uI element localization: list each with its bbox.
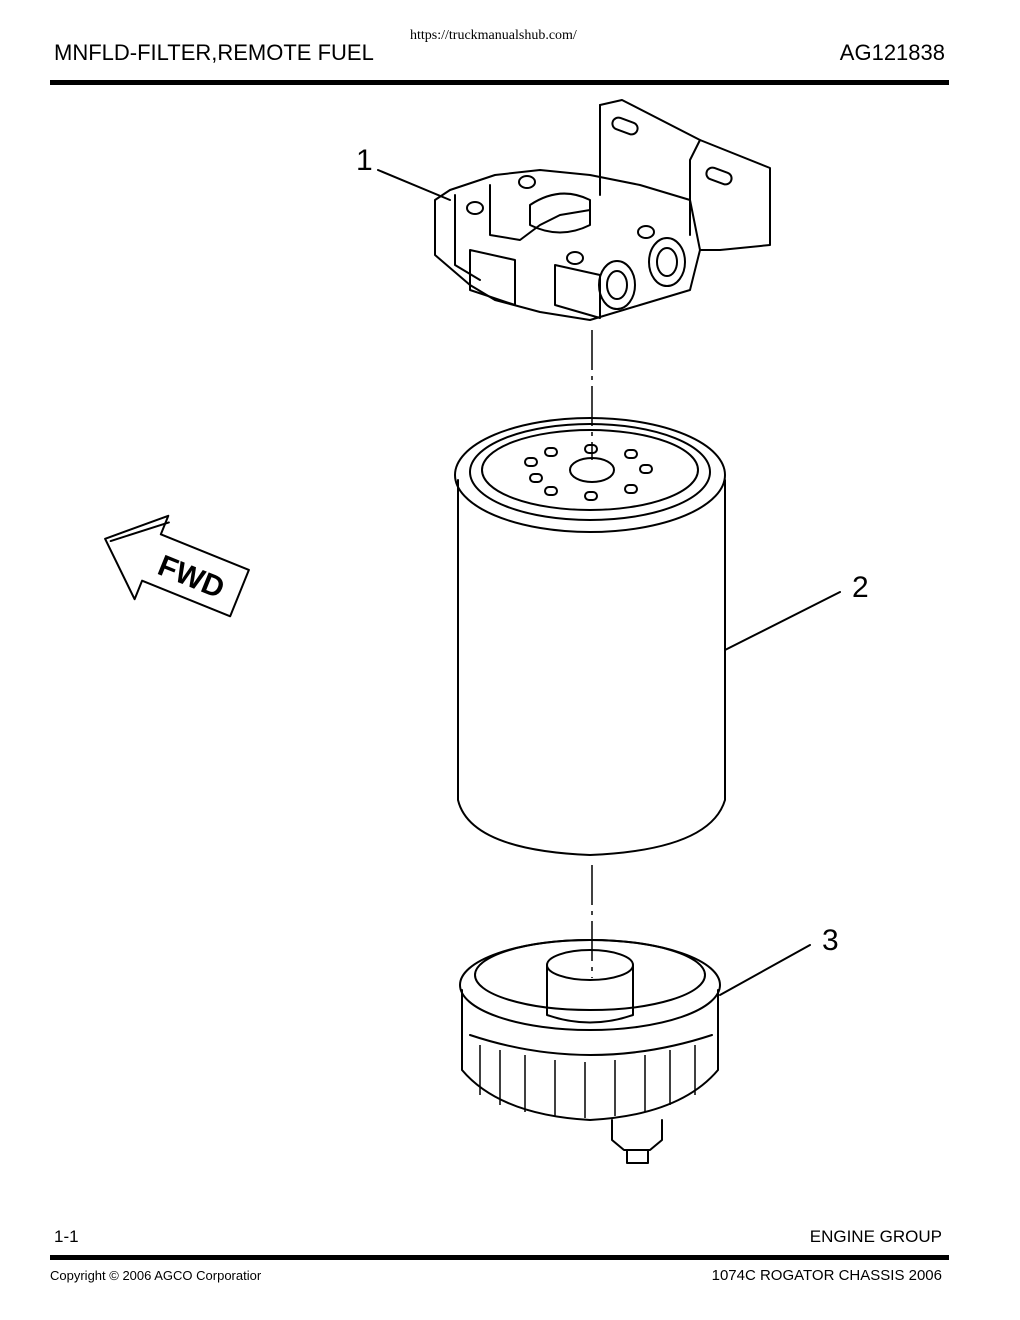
forward-arrow-icon: FWD — [104, 514, 250, 618]
footer-rule — [50, 1255, 949, 1260]
page-title: MNFLD-FILTER,REMOTE FUEL — [54, 40, 374, 65]
leader-line-3 — [719, 944, 811, 996]
leader-line-2 — [724, 591, 841, 651]
part-number: AG121838 — [839, 40, 945, 65]
section-group: ENGINE GROUP — [809, 1227, 942, 1246]
separator-bowl — [459, 939, 721, 1164]
callout-2: 2 — [852, 571, 869, 604]
leader-line-1 — [377, 169, 451, 201]
model-label: 1074C ROGATOR CHASSIS 2006 — [711, 1267, 942, 1284]
page-number: 1-1 — [54, 1227, 79, 1246]
callout-3: 3 — [822, 924, 839, 957]
copyright: Copyright © 2006 AGCO Corporatior — [50, 1268, 262, 1283]
callout-1: 1 — [356, 144, 373, 177]
header-rule — [50, 80, 949, 85]
manifold-head — [434, 99, 771, 321]
source-url: https://truckmanualshub.com/ — [410, 28, 577, 43]
exploded-parts-diagram: FWD 1 2 3 — [104, 99, 869, 1164]
filter-element — [454, 417, 726, 856]
